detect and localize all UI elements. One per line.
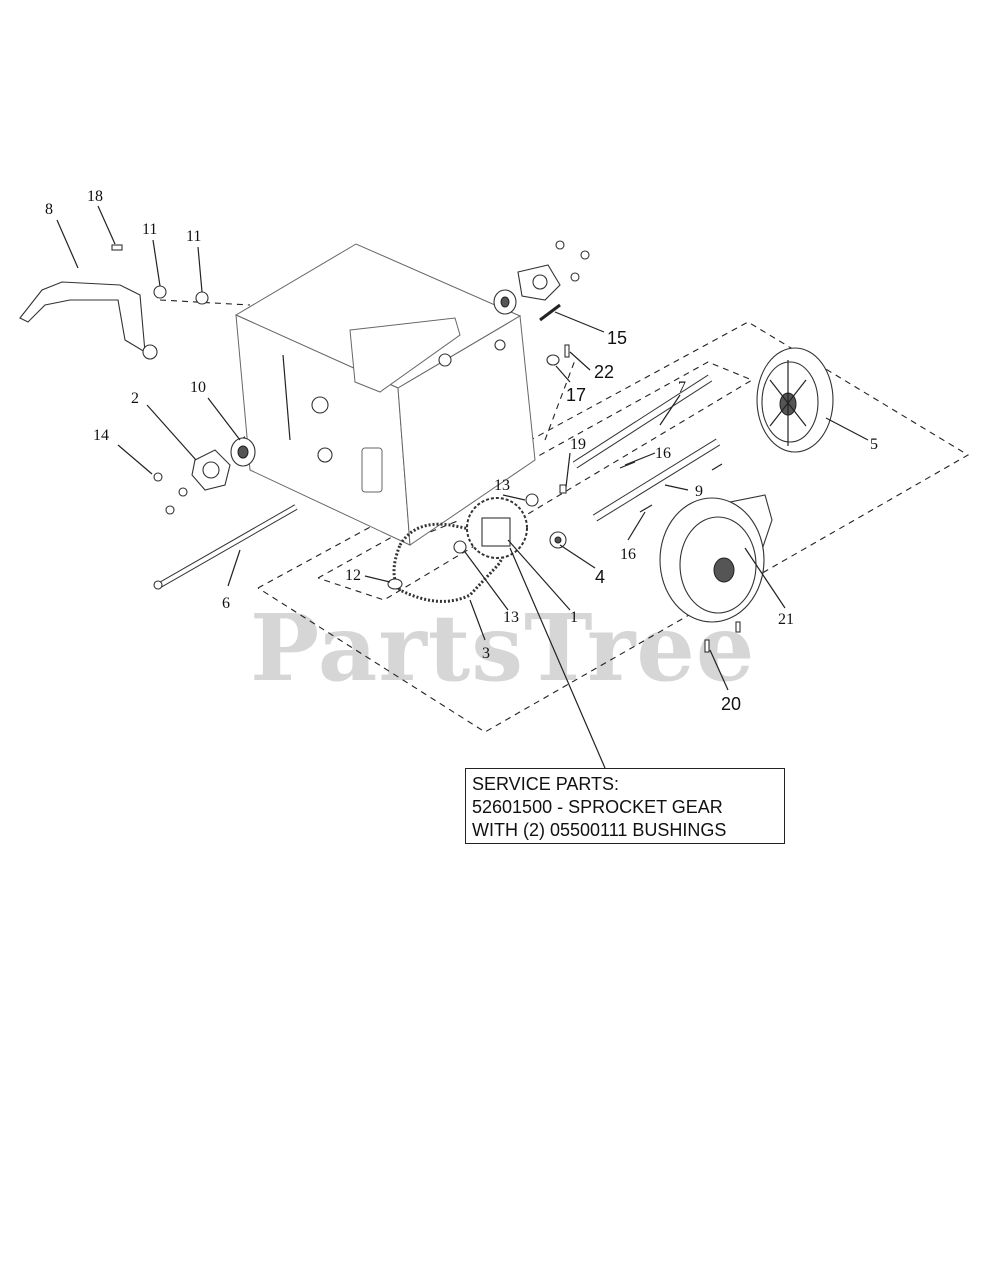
axle-shaft-part (592, 438, 721, 522)
clevis-pin-part (619, 461, 653, 513)
callout-8: 8 (45, 201, 53, 218)
bushing-part (525, 493, 539, 507)
callout-10: 10 (190, 379, 206, 396)
callout-7: 7 (678, 379, 686, 396)
callout-16: 16 (620, 546, 636, 563)
bolt-part (178, 487, 188, 497)
callout-18: 18 (87, 188, 103, 205)
callout-13: 13 (494, 477, 510, 494)
wheel-part (756, 347, 834, 453)
bearing-part (230, 437, 256, 467)
washer-part (387, 578, 403, 590)
service-parts-note: SERVICE PARTS: 52601500 - SPROCKET GEAR … (465, 768, 785, 844)
callout-11: 11 (186, 228, 201, 245)
callout-16: 16 (655, 445, 671, 462)
callout-20: 20 (721, 694, 741, 714)
bearing-flange-part (191, 449, 231, 491)
service-parts-line: WITH (2) 05500111 BUSHINGS (472, 820, 727, 840)
callout-5: 5 (870, 436, 878, 453)
callout-3: 3 (482, 645, 490, 662)
callout-14: 14 (93, 427, 109, 444)
callout-13: 13 (503, 609, 519, 626)
pin-part (111, 244, 123, 251)
callout-22: 22 (594, 362, 614, 382)
clevis-pin-part (711, 463, 723, 471)
bolt-part (165, 505, 175, 515)
upper-bearing-group (493, 240, 590, 366)
callout-2: 2 (131, 390, 139, 407)
sprocket-gear-part (466, 497, 528, 559)
service-parts-heading: SERVICE PARTS: (472, 774, 620, 794)
callout-15: 15 (607, 328, 627, 348)
callout-1: 1 (570, 609, 578, 626)
bolt-part (153, 472, 163, 482)
callout-9: 9 (695, 483, 703, 500)
shift-lever-part (19, 281, 158, 360)
axle-part (153, 504, 298, 590)
wheel-housing-part (659, 494, 773, 623)
callout-4: 4 (595, 567, 605, 587)
watermark-text: PartsTree (250, 594, 755, 702)
leader-lines (56, 205, 869, 769)
callout-19: 19 (570, 436, 586, 453)
callout-11: 11 (142, 221, 157, 238)
bushing-part (453, 540, 467, 554)
hub-part (549, 531, 567, 549)
callout-17: 17 (566, 385, 586, 405)
key-part (559, 484, 567, 494)
nut-part (195, 291, 209, 305)
callout-12: 12 (345, 567, 361, 584)
service-parts-line: 52601500 - SPROCKET GEAR (472, 797, 723, 817)
screw-part (704, 639, 710, 653)
callout-6: 6 (222, 595, 230, 612)
screw-part (735, 621, 741, 633)
shaft-part (572, 374, 713, 469)
frame-housing (234, 243, 536, 546)
nut-part (153, 285, 167, 299)
callout-21: 21 (778, 611, 794, 628)
